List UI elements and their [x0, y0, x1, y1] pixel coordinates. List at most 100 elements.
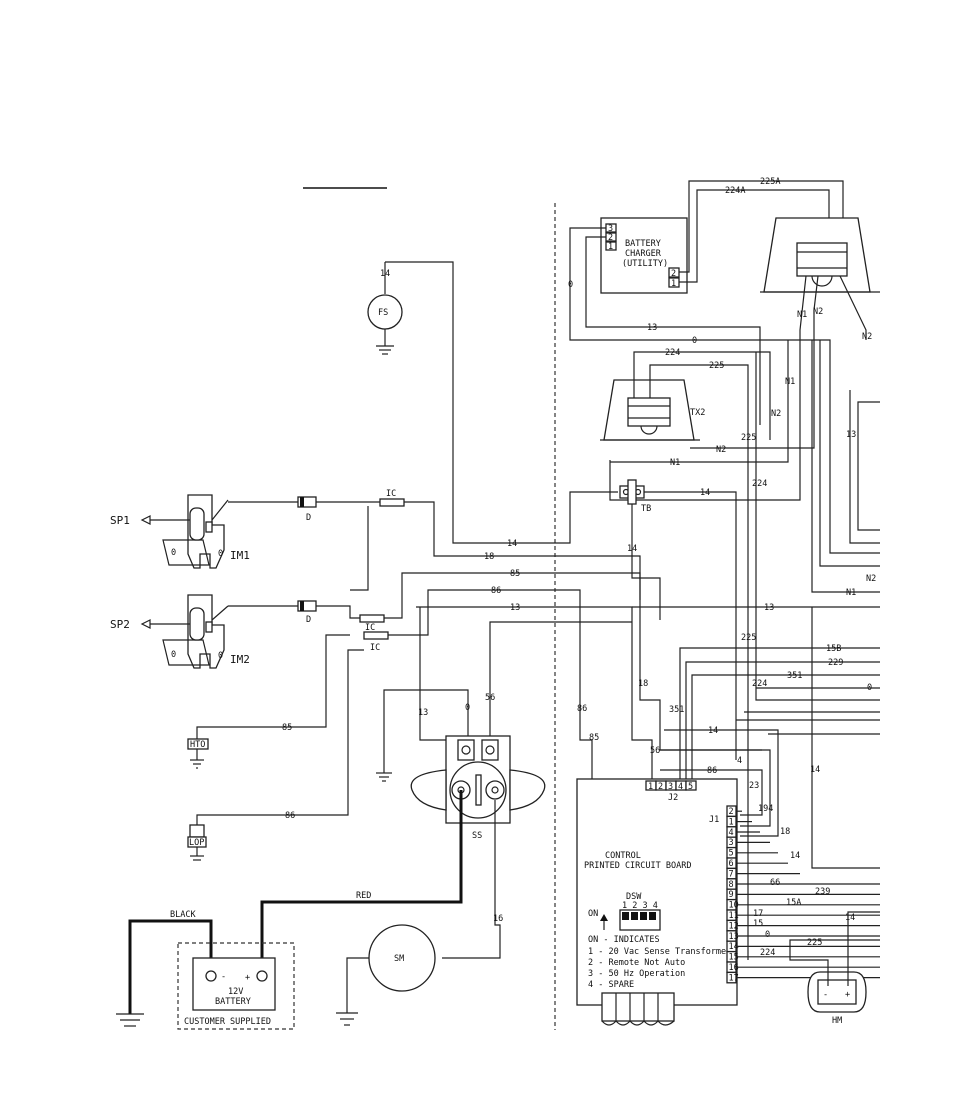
wire-n2-mid-label: N2 [771, 409, 781, 419]
im1-label: IM1 [230, 549, 250, 562]
hm-plus: + [845, 990, 850, 1000]
hto-label: HTO [190, 740, 205, 750]
wire-n2-top-label: N2 [813, 307, 823, 317]
wire-0-ss [383, 689, 469, 773]
battery-minus: - [221, 972, 226, 982]
wire-16 [442, 800, 501, 959]
diode-2-label: D [306, 615, 311, 625]
wire-n1-side-label: N1 [846, 588, 856, 598]
wire-85-v-label: 85 [589, 733, 599, 743]
wire-hm-neg [789, 939, 880, 978]
wire-0-charger [569, 227, 880, 554]
transformer-1 [760, 217, 880, 293]
wire-18-label: 18 [484, 552, 494, 562]
j2-label: J2 [668, 793, 678, 803]
wire-225a [679, 180, 844, 273]
j1-pin-number: 4 [729, 828, 734, 838]
wire-351-label: 351 [787, 671, 802, 681]
wire-n1-right2 [811, 340, 880, 593]
wire-225-low-label: 225 [741, 633, 756, 643]
svg-text:1: 1 [608, 242, 613, 252]
wire-56 [489, 621, 632, 740]
j1-wires [736, 810, 880, 979]
wire-4-label: 4 [737, 756, 742, 766]
black-cable [128, 919, 213, 1014]
wire-224-v-label: 224 [752, 479, 767, 489]
starter-motor: SM [336, 924, 436, 1026]
dsw-on-label: ON [588, 909, 598, 919]
wire-56-j2 [660, 749, 771, 827]
wire-14-tb-label: 14 [700, 488, 710, 498]
transformer-tx2: TX2 [600, 379, 705, 441]
ignition-coil-3: IC [363, 631, 389, 653]
diode-1: D [297, 496, 317, 523]
svg-text:0: 0 [171, 650, 176, 660]
black-label: BLACK [170, 910, 196, 920]
wire-15b [679, 647, 880, 780]
j1-pin-number: 14 [729, 942, 739, 952]
wire-hm-pos [847, 911, 880, 978]
j1-pin-number: 8 [729, 880, 734, 890]
fs-label: FS [378, 308, 388, 318]
wire-13-charger-label: 13 [647, 323, 657, 333]
wire-n1-tx2 [610, 340, 789, 463]
lop-wire-label: 86 [285, 811, 295, 821]
wire-14-tb [644, 491, 737, 760]
svg-text:2: 2 [671, 269, 676, 279]
svg-text:0: 0 [218, 549, 223, 559]
wire-n2-top [690, 275, 819, 449]
starter-solenoid: SS [410, 735, 546, 841]
wire-13-right [849, 390, 880, 544]
wire-66-label: 66 [770, 878, 780, 888]
j1-pin-number: 13 [729, 932, 739, 942]
wire-229 [685, 661, 880, 780]
pcb-line2: PRINTED CIRCUIT BOARD [584, 861, 691, 871]
low-oil-pressure-switch: LOP 86 [187, 649, 364, 861]
wire-13-left [416, 606, 653, 786]
im2-label: IM2 [230, 653, 250, 666]
diode-2: D [297, 600, 317, 625]
wire-23-label: 23 [749, 781, 759, 791]
wire-86-top [388, 589, 660, 787]
sp2-label: SP2 [110, 618, 130, 631]
red-cable [260, 790, 463, 975]
ignition-magneto-1: 0 0 IM1 SP1 [110, 494, 250, 569]
high-temp-switch: HTO 85 [187, 634, 350, 769]
wire-16-label: 16 [493, 914, 503, 924]
pcb-line1: CONTROL [605, 851, 641, 861]
customer-supplied: CUSTOMER SUPPLIED [184, 1017, 271, 1027]
ss-wire-13-label: 13 [418, 708, 428, 718]
wire-351 [691, 674, 880, 780]
fs-wire-label: 14 [380, 269, 390, 279]
j1-pin-number: 9 [729, 890, 734, 900]
wire-13-charger [585, 236, 761, 425]
charger-line3: (UTILITY) [622, 259, 668, 269]
wire-85-label: 85 [510, 569, 520, 579]
wire-18 [404, 501, 762, 751]
j1-pin-number: 6 [729, 859, 734, 869]
wire-86-label: 86 [491, 586, 501, 596]
wire-15b-label: 15B [826, 644, 841, 654]
wire-d-ic2 [316, 605, 360, 619]
wire-14-vert-label: 14 [810, 765, 820, 775]
svg-text:1: 1 [671, 279, 676, 289]
pcb-legend-1: 1 - 20 Vac Sense Transformer [588, 947, 731, 957]
j1-pin-number: 1 [729, 817, 734, 827]
wire-229-label: 229 [828, 658, 843, 668]
wire-86-j2 [660, 769, 763, 816]
pcb-legend-4: 4 - SPARE [588, 980, 634, 990]
lop-label: LOP [189, 838, 204, 848]
wire-14-tb-down [631, 504, 661, 620]
wire-225-v-label: 225 [741, 433, 756, 443]
j1-pin-number: 7 [729, 869, 734, 879]
wire-224-low-label: 224 [752, 679, 767, 689]
hour-meter: - + HM [807, 971, 867, 1026]
wire-n2-right [839, 275, 867, 340]
wire-13-label: 13 [510, 603, 520, 613]
wire-14-long [811, 607, 880, 869]
wire-13-long-label: 13 [764, 603, 774, 613]
battery: - + 12V BATTERY CUSTOMER SUPPLIED [177, 942, 295, 1030]
pcb-legend-3: 3 - 50 Hz Operation [588, 969, 685, 979]
